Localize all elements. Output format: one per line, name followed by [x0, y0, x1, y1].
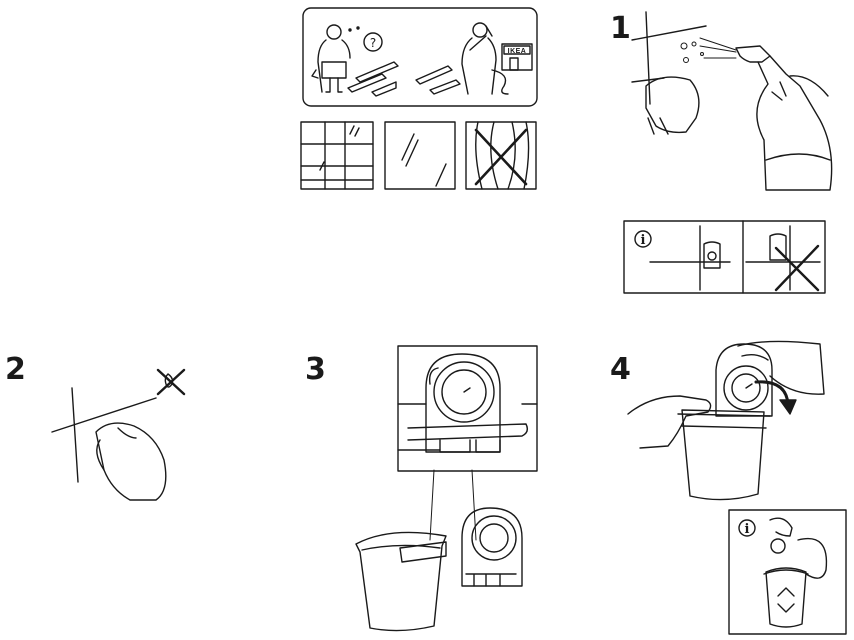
step-1-illustration	[631, 11, 833, 191]
no-spray-icon	[156, 368, 186, 396]
ikea-brand-label: IKEA	[508, 48, 527, 55]
question-mark: ?	[370, 36, 376, 50]
info-symbol-2: i	[745, 522, 750, 537]
step-4-illustration	[627, 340, 825, 501]
waste-bin-icon	[355, 531, 447, 632]
step-1-number: 1	[610, 11, 631, 46]
step-4-number: 4	[610, 352, 631, 387]
info-icon	[634, 230, 652, 248]
confused-person-icon	[311, 24, 383, 93]
phone-person-icon	[461, 22, 509, 95]
spray-bottle-icon	[735, 45, 833, 191]
step-3-bin-and-holder	[355, 507, 523, 632]
hook-placement-info-panel	[623, 220, 826, 294]
step-3-number: 3	[305, 352, 326, 387]
ikea-store-icon	[501, 43, 533, 71]
disposal-info-panel	[728, 509, 847, 635]
tape-roll-holder-icon	[425, 353, 501, 453]
glass-surface-tile	[384, 121, 456, 190]
step-3-detail-panel	[397, 345, 538, 472]
rotate-arrow-icon	[754, 380, 797, 415]
step-2-number: 2	[5, 352, 26, 387]
tiled-surface-tile	[300, 121, 374, 190]
recycle-bin-icon	[763, 567, 809, 628]
help-panel: ? IKEA	[302, 7, 538, 107]
step-2-illustration	[51, 368, 186, 501]
wood-surface-tile	[465, 121, 537, 190]
info-symbol-1: i	[641, 233, 646, 248]
